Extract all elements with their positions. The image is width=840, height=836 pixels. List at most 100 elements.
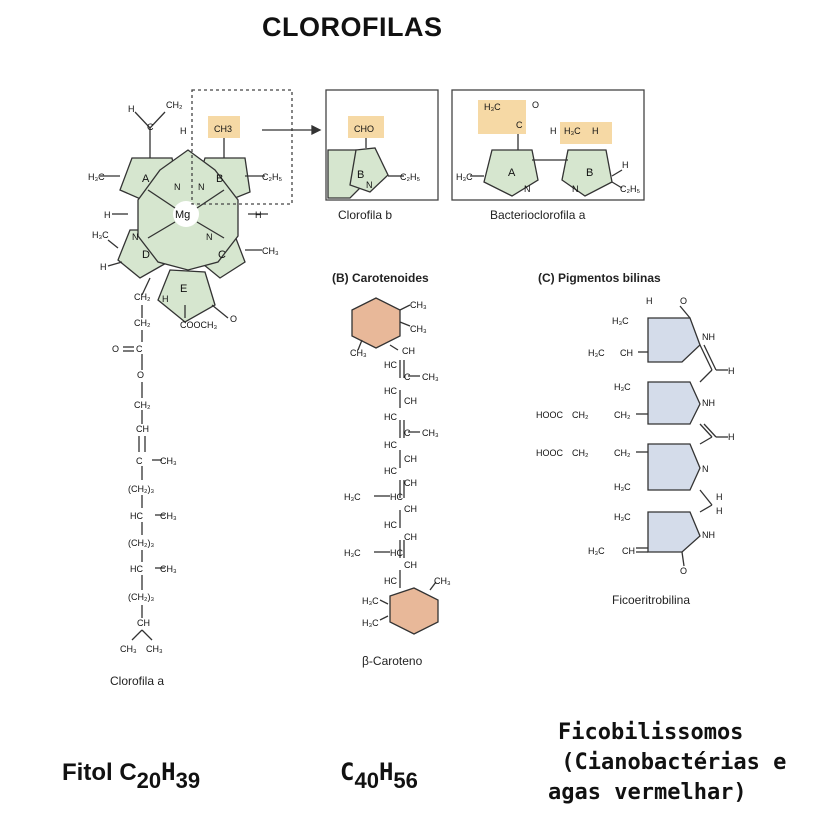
svg-text:CH₂: CH₂	[134, 292, 151, 302]
svg-text:HC: HC	[384, 360, 397, 370]
svg-text:N: N	[132, 232, 139, 242]
caption-bacteriochlorophyll-a: Bacterioclorofila a	[490, 208, 586, 222]
svg-text:CH: CH	[404, 560, 417, 570]
svg-text:C: C	[136, 456, 143, 466]
svg-text:O: O	[680, 566, 687, 576]
svg-text:B: B	[357, 169, 364, 181]
phytol-label: Fitol C	[62, 759, 137, 786]
svg-text:CH₂: CH₂	[572, 448, 589, 458]
svg-text:HC: HC	[384, 440, 397, 450]
svg-text:(CH₂)₃: (CH₂)₃	[128, 484, 154, 494]
svg-text:A: A	[508, 167, 516, 179]
svg-text:H: H	[550, 126, 557, 136]
svg-text:H: H	[716, 506, 723, 516]
svg-text:C: C	[516, 120, 523, 130]
svg-text:CH₃: CH₃	[120, 644, 137, 654]
phycobilisome-line-2: (Cianobactérias e	[548, 750, 787, 775]
svg-text:HC: HC	[130, 564, 143, 574]
svg-text:HC: HC	[384, 466, 397, 476]
svg-text:H: H	[622, 160, 629, 170]
svg-text:H: H	[128, 104, 135, 114]
svg-text:CH₂: CH₂	[614, 448, 631, 458]
svg-text:N: N	[174, 182, 181, 192]
bacteriochlorophyll-box	[451, 89, 645, 201]
svg-text:H: H	[104, 210, 111, 220]
phytol-h: H	[161, 758, 176, 786]
carotene-hydrogen-count: 56	[393, 768, 418, 793]
svg-text:N: N	[198, 182, 205, 192]
svg-text:HC: HC	[390, 492, 403, 502]
mg-label: Mg	[175, 209, 190, 221]
phytol-carbon-count: 20	[136, 768, 162, 793]
svg-text:HC: HC	[390, 548, 403, 558]
phycoerythrobilin-structure	[636, 305, 728, 567]
svg-text:CH: CH	[622, 546, 635, 556]
svg-text:CH: CH	[404, 478, 417, 488]
svg-text:H₃C: H₃C	[362, 596, 379, 606]
svg-text:(CH₂)₃: (CH₂)₃	[128, 538, 154, 548]
svg-text:HOOC: HOOC	[536, 410, 564, 420]
highlight-ch3	[208, 116, 240, 138]
svg-text:H₃C: H₃C	[612, 316, 629, 326]
svg-text:CH: CH	[137, 618, 150, 628]
svg-text:CH: CH	[404, 504, 417, 514]
svg-text:CH₃: CH₃	[262, 246, 279, 256]
svg-text:CH₂: CH₂	[134, 400, 151, 410]
cho-substituent-label: CHO	[354, 124, 374, 134]
selection-box	[191, 89, 293, 205]
svg-text:CH₂: CH₂	[614, 410, 631, 420]
svg-text:H: H	[728, 366, 735, 376]
svg-text:O: O	[230, 314, 237, 324]
svg-text:H₃C: H₃C	[92, 230, 109, 240]
page-title: CLOROFILAS	[262, 12, 443, 42]
svg-text:H: H	[255, 210, 262, 220]
svg-text:NH: NH	[702, 398, 715, 408]
svg-text:H: H	[728, 432, 735, 442]
caption-chlorophyll-b: Clorofila b	[338, 208, 393, 222]
svg-text:CH₃: CH₃	[350, 348, 367, 358]
svg-text:H₃C: H₃C	[88, 172, 105, 182]
carotene-c: C	[340, 758, 355, 786]
svg-text:N: N	[366, 180, 373, 190]
svg-text:N: N	[572, 184, 579, 194]
svg-text:NH: NH	[702, 332, 715, 342]
svg-text:NH: NH	[702, 530, 715, 540]
caption-chlorophyll-a: Clorofila a	[110, 674, 165, 688]
svg-text:H: H	[716, 492, 723, 502]
svg-text:O: O	[532, 100, 539, 110]
svg-text:E: E	[180, 283, 187, 295]
svg-text:CH₃: CH₃	[434, 576, 451, 586]
svg-text:CH₂: CH₂	[572, 410, 589, 420]
svg-text:HC: HC	[384, 520, 397, 530]
svg-text:N: N	[206, 232, 213, 242]
svg-text:B: B	[216, 173, 223, 185]
ch3-substituent-label: CH3	[214, 124, 232, 134]
svg-text:H₃C: H₃C	[344, 548, 361, 558]
svg-text:H₃C: H₃C	[614, 482, 631, 492]
svg-text:H₃C: H₃C	[614, 382, 631, 392]
svg-text:H₃C: H₃C	[344, 492, 361, 502]
svg-text:B: B	[586, 167, 593, 179]
svg-text:CH₃: CH₃	[410, 300, 427, 310]
svg-text:H: H	[100, 262, 107, 272]
svg-text:CH₃: CH₃	[422, 428, 439, 438]
phytol-hydrogen-count: 39	[175, 768, 201, 793]
highlight-methyl	[560, 122, 612, 144]
svg-text:CH: CH	[404, 454, 417, 464]
svg-text:HC: HC	[130, 511, 143, 521]
svg-text:HOOC: HOOC	[536, 448, 564, 458]
svg-text:HC: HC	[384, 412, 397, 422]
carotene-formula: C40H56	[340, 758, 418, 793]
chlorophyll-b-box	[325, 89, 439, 201]
highlight-acetyl	[478, 100, 526, 134]
svg-text:CH₂: CH₂	[134, 318, 151, 328]
svg-text:O: O	[112, 344, 119, 354]
caption-phycoerythrobilin: Ficoeritrobilina	[612, 593, 691, 607]
section-label-bilins: (C) Pigmentos bilinas	[538, 271, 661, 285]
svg-text:C: C	[218, 249, 226, 261]
carotene-h: H	[378, 758, 394, 786]
svg-text:H: H	[180, 126, 187, 136]
svg-text:HC: HC	[384, 386, 397, 396]
svg-text:C₂H₅: C₂H₅	[262, 172, 282, 182]
